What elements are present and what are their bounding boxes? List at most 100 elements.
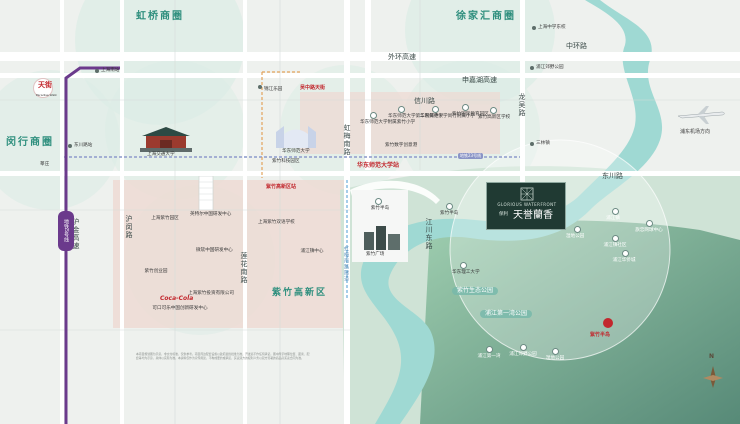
label-zizhu-station: 紫竹高新区站: [266, 184, 297, 190]
poi-microsoft: 微软中国研发中心: [196, 248, 233, 253]
poi-school-5: 紫竹高新区学校: [478, 115, 511, 120]
poi-mason: 浦江镇社区: [603, 243, 627, 248]
poi-wetland-2: 湿地公园: [545, 356, 565, 361]
pin-east-4: [612, 235, 619, 242]
road-hongmei-tunnel: 虹梅南路隧道: [343, 246, 349, 282]
poi-pujiang-center: 浦江镇: [606, 216, 620, 221]
road-zhonghuan: 中环路: [566, 42, 587, 50]
legal-disclaimer: 本项目规划图为示意，非交付标准，仅供参考。项目周边配套设施以政府最终批准为准，开…: [136, 352, 310, 360]
tianjie-sub: Paradise Walk: [36, 93, 57, 97]
road-dongchuan: 东川路: [602, 172, 623, 180]
poi-school-2: 华东师范大学第二附属中学: [388, 114, 444, 119]
road-hongmei: 虹梅南路: [343, 124, 351, 156]
poi-yuanguan: 浦江镇中心: [300, 249, 324, 254]
metro-line5-badge: 地铁5号线: [58, 211, 74, 251]
poi-zizhu-plaza: 紫竹广场: [366, 252, 385, 257]
poi-guojia: 浦江第一湾: [477, 354, 501, 359]
poi-zizhu-bridge: 紫竹数字创意港: [385, 143, 418, 148]
station-ecnu: 华东师范大学站: [357, 162, 400, 169]
project-cn-name: 天誉蘭香: [513, 210, 553, 221]
dot-station: [95, 69, 99, 73]
road-waihuan: 外环高速: [388, 53, 416, 61]
area-zizhu: 紫竹高新区: [272, 288, 328, 298]
airplane-icon: [677, 106, 725, 124]
poi-lake-park: 浦江郊野公园: [536, 65, 564, 70]
road-xinchuan: 信川路: [414, 97, 435, 105]
project-prefix: 保利: [499, 212, 508, 217]
poi-dongchuan-st: 东川路站: [74, 143, 93, 148]
dot-dongchuan: [68, 144, 72, 148]
poi-school-1: 华东师范大学附属紫竹小学: [360, 120, 416, 125]
poi-zizhu-plaza-school: 紫竹半岛: [370, 206, 390, 211]
metro-line23-tag: 地铁23号线: [458, 153, 484, 159]
pin-plaza: [375, 198, 382, 205]
poi-baoli: 紫竹半岛: [440, 211, 459, 216]
poi-cocacola-sub: 可口可乐中国创新研发中心: [152, 306, 208, 311]
pin-east-2: [612, 208, 619, 215]
cocacola-logo: Coca-Cola: [160, 295, 194, 302]
dot-river-school: [532, 26, 536, 30]
area-minhang: 闵行商圈: [6, 137, 54, 148]
poi-shanghai-south: 上海南站: [101, 68, 120, 73]
pin-school-4: [462, 104, 469, 111]
pin-school-1: [370, 112, 377, 119]
poi-school-3: 华东师范大学闵行附属小学: [420, 114, 476, 119]
poi-intel: 英特尔中国研发中心: [190, 212, 232, 217]
road-longwu: 龙吴路: [518, 93, 526, 117]
pin-east-5: [622, 250, 629, 257]
label-highlight: 紫竹半岛: [590, 332, 611, 338]
pin-school-5: [490, 107, 497, 114]
poi-shanghai-pharma: 上海紫竹园区: [151, 216, 179, 221]
dot-jinjiang: [258, 85, 262, 89]
ecnu-gate-icon: [276, 126, 316, 148]
poi-xinzhuang: 莘庄: [40, 162, 50, 167]
tianjie-logo: [33, 78, 53, 98]
poi-ecnu: 华东师范大学: [282, 149, 310, 154]
road-hujin: 沪金高速: [72, 218, 80, 250]
pin-school-3: [432, 106, 439, 113]
project-logo-icon: [520, 187, 534, 201]
pin-school-2: [398, 106, 405, 113]
label-eco-park: 紫竹生态公园: [452, 287, 499, 295]
poi-tianjie-caption: 吴中路天街: [300, 85, 326, 91]
poi-jinjiang: 锦江乐园: [264, 87, 283, 92]
pin-east-6: [460, 262, 467, 269]
road-jiangchuan: 江川东路: [425, 218, 433, 250]
poi-huazhong: 华东理工大学: [452, 270, 480, 275]
highlight-pin-icon: [603, 318, 613, 328]
dot-lake: [530, 66, 534, 70]
compass-n: N: [709, 353, 715, 360]
pin-east-8: [520, 344, 527, 351]
compass-icon: [703, 366, 723, 388]
area-hongqiao: 虹桥商圈: [136, 11, 184, 22]
pin-east-1: [574, 226, 581, 233]
poi-school-4: 紫竹国际教育园区: [452, 112, 489, 117]
pin-east-9: [552, 348, 559, 355]
poi-zizhu-bridge-2: 上海紫竹双语学校: [258, 220, 295, 225]
tianjie-logo-text: 天街: [38, 81, 52, 89]
poi-pharmacy: 上海紫竹投资有限公司: [188, 291, 234, 296]
area-xujiahui: 徐家汇商圈: [456, 11, 516, 22]
poi-jiaoda: 上海交通大学: [147, 152, 175, 157]
plaza-buildings-icon: [364, 226, 400, 250]
label-eco-park-2: 浦江第一湾公园: [480, 310, 533, 318]
poi-zizhu-park: 紫竹科技园区: [272, 159, 300, 164]
pin-baoli: [446, 203, 453, 210]
dot-sanlin: [530, 142, 534, 146]
poi-zizhu-center: 紫竹创业园: [144, 269, 168, 274]
poi-wetland: 湿地公园: [566, 234, 585, 239]
pin-east-7: [486, 346, 493, 353]
poi-sunshine: 浦江华侨城: [612, 258, 636, 263]
pin-east-3: [646, 220, 653, 227]
sjtu-gate-icon: [140, 127, 192, 152]
project-sign: GLORIOUS WATERFRONT 保利 天誉蘭香: [486, 182, 566, 230]
project-en-name: GLORIOUS WATERFRONT: [497, 202, 557, 207]
road-humin: 沪闵路: [125, 215, 133, 239]
poi-sanlin: 三林镇: [536, 141, 550, 146]
office-tower-icon: [198, 176, 214, 210]
poi-river-school: 上海中学东校: [538, 25, 566, 30]
poi-lake-park-2: 浦江郊野公园: [509, 352, 537, 357]
road-lianhua: 莲花南路: [240, 252, 248, 284]
